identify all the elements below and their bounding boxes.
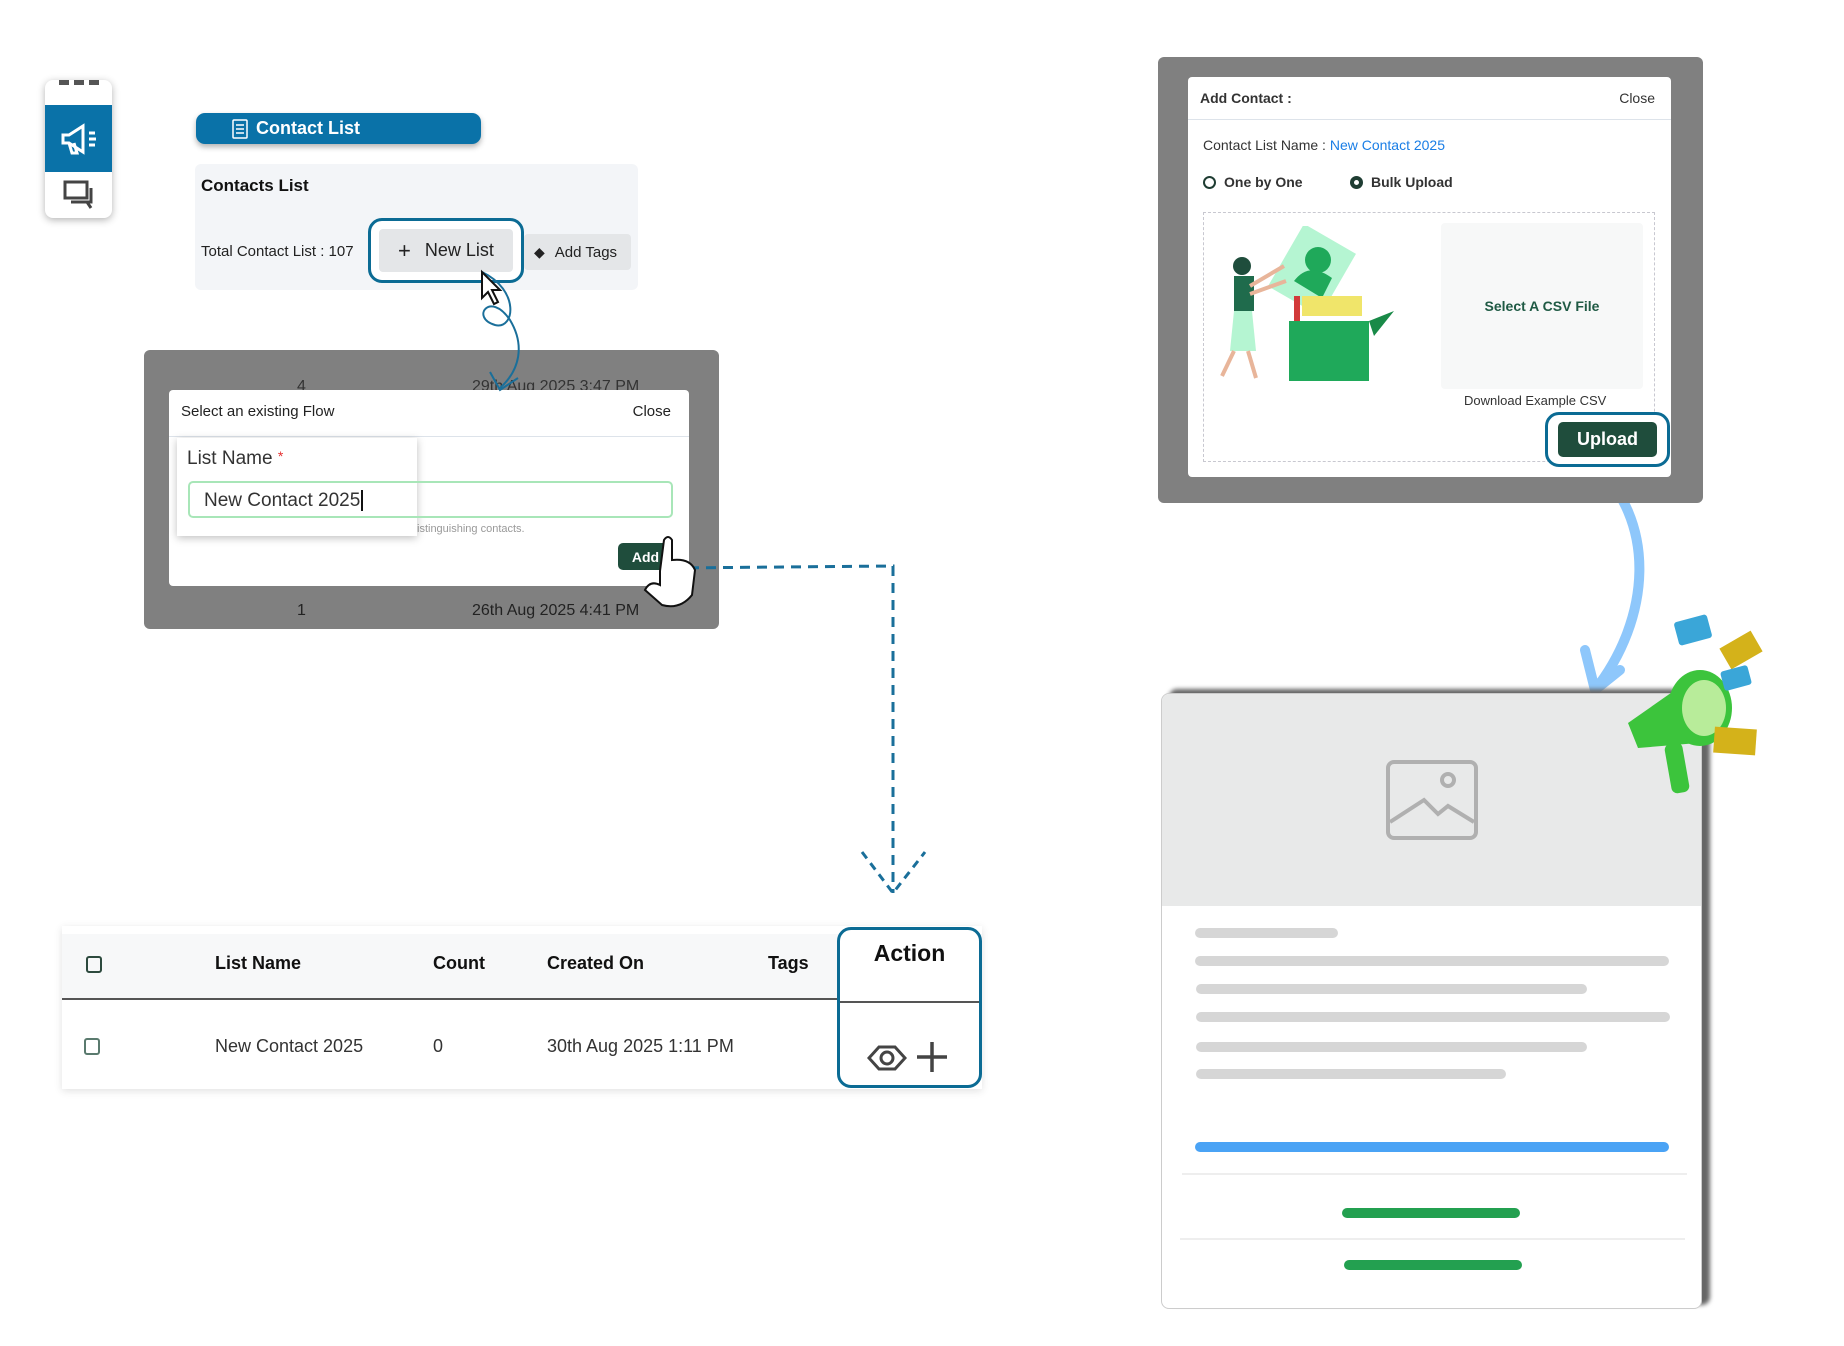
column-header-count[interactable]: Count	[433, 953, 485, 973]
image-placeholder	[1162, 694, 1701, 906]
divider	[840, 1001, 979, 1003]
row-list-name: New Contact 2025	[215, 1036, 364, 1056]
new-list-button[interactable]: + New List	[379, 229, 513, 272]
placeholder-line	[1196, 1069, 1506, 1079]
panel-title: Contacts List	[201, 176, 309, 195]
megaphone-icon	[61, 122, 96, 155]
bg-row-count: 1	[297, 602, 306, 619]
radio-label: Bulk Upload	[1371, 174, 1453, 190]
cta-button-placeholder[interactable]	[1344, 1260, 1522, 1270]
sidebar-item-chat[interactable]	[45, 172, 112, 218]
list-name-card: List Name * New Contact 2025	[177, 438, 428, 536]
row-count: 0	[433, 1036, 444, 1056]
input-hint: istinguishing contacts.	[417, 523, 525, 535]
dashed-arrow-head	[860, 851, 927, 896]
radio-checked-icon	[1350, 175, 1363, 189]
column-header-action: Action	[873, 940, 946, 966]
divider	[1188, 119, 1671, 120]
upload-illustration	[1220, 226, 1394, 381]
plus-icon[interactable]	[915, 1040, 949, 1074]
input-value: New Contact 2025	[204, 490, 361, 511]
cta-button-placeholder[interactable]	[1342, 1208, 1520, 1218]
sidebar-top-handle	[59, 80, 99, 86]
dashed-arrow	[671, 564, 895, 893]
action-column-highlight: Action	[837, 927, 982, 1088]
add-tags-button[interactable]: ◆ Add Tags	[524, 234, 631, 270]
download-example-link[interactable]: Download Example CSV	[1464, 393, 1607, 408]
row-checkbox[interactable]	[84, 1038, 100, 1055]
row-created-on: 30th Aug 2025 1:11 PM	[547, 1036, 734, 1056]
divider	[169, 436, 689, 437]
upload-button[interactable]: Upload	[1558, 422, 1657, 457]
required-mark: *	[277, 448, 284, 464]
placeholder-line	[1195, 928, 1338, 938]
list-name-input-value[interactable]: New Contact 2025	[188, 481, 428, 518]
placeholder-line	[1196, 1012, 1670, 1022]
add-tags-label: Add Tags	[554, 243, 618, 261]
divider	[1180, 1238, 1685, 1240]
campaign-preview-card	[1161, 693, 1702, 1309]
sidebar-item-campaign[interactable]	[45, 105, 112, 172]
upload-button-highlight: Upload	[1545, 412, 1670, 467]
tag-icon: ◆	[534, 243, 545, 260]
select-all-checkbox[interactable]	[86, 956, 102, 973]
modal-title: Select an existing Flow	[181, 403, 335, 420]
add-contact-modal: Add Contact : Close Contact List Name : …	[1188, 77, 1671, 477]
progress-bar	[1195, 1142, 1669, 1152]
megaphone-decoration-icon	[1628, 614, 1763, 794]
sidebar	[45, 80, 112, 218]
list-name-label: List Name *	[187, 448, 283, 470]
table-header-bg	[62, 934, 982, 1000]
label-text: List Name	[187, 448, 273, 469]
bg-row-date: 26th Aug 2025 4:41 PM	[472, 602, 640, 619]
total-contact-count: Total Contact List : 107	[201, 243, 354, 260]
eye-icon[interactable]	[867, 1044, 907, 1072]
divider	[1182, 1173, 1687, 1175]
placeholder-line	[1195, 956, 1669, 966]
new-list-button-highlight: + New List	[368, 218, 524, 283]
radio-bulk-upload[interactable]: Bulk Upload	[1350, 174, 1453, 190]
contact-list-table	[62, 926, 982, 1089]
close-button[interactable]: Close	[632, 403, 671, 420]
new-list-label: New List	[424, 240, 494, 260]
list-document-icon	[232, 118, 248, 139]
plus-icon: +	[398, 237, 411, 263]
upload-dropzone	[1203, 212, 1655, 462]
mouse-pointer-icon	[481, 269, 503, 306]
bg-row-count: 4	[297, 378, 306, 395]
chat-icon	[63, 180, 92, 209]
placeholder-line	[1196, 1042, 1587, 1052]
column-header-created-on[interactable]: Created On	[547, 953, 645, 973]
placeholder-line	[1196, 984, 1587, 994]
modal-title: Add Contact :	[1200, 90, 1292, 106]
column-header-tags[interactable]: Tags	[768, 953, 809, 973]
close-button[interactable]: Close	[1619, 90, 1655, 106]
radio-one-by-one[interactable]: One by One	[1203, 174, 1303, 190]
radio-unchecked-icon	[1203, 175, 1216, 189]
select-csv-button[interactable]: Select A CSV File	[1441, 223, 1643, 389]
hand-pointer-icon	[643, 536, 697, 608]
radio-label: One by One	[1224, 174, 1303, 190]
page-title-bar: Contact List	[196, 113, 481, 144]
select-csv-label: Select A CSV File	[1484, 298, 1600, 314]
curly-arrow-head	[489, 371, 519, 392]
list-name-label: Contact List Name :	[1203, 137, 1330, 153]
contact-list-name: Contact List Name : New Contact 2025	[1203, 137, 1445, 153]
page-title: Contact List	[256, 118, 361, 138]
image-icon	[1385, 760, 1478, 840]
column-header-list-name[interactable]: List Name	[215, 953, 302, 973]
list-name-value: New Contact 2025	[1329, 137, 1446, 153]
curly-arrow	[481, 271, 520, 389]
